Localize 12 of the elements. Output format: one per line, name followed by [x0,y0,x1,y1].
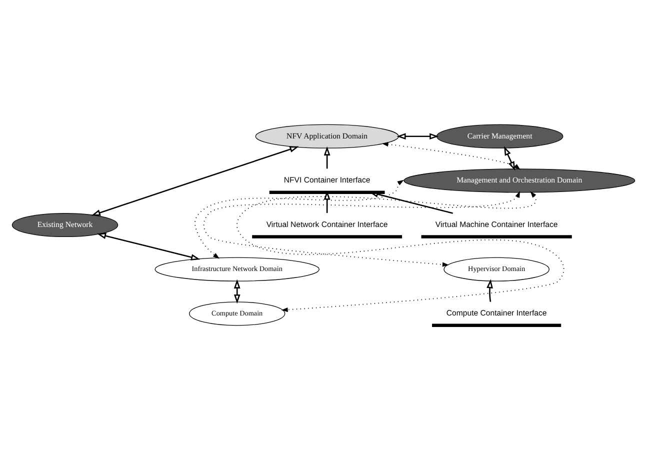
arrow [324,190,330,212]
arrow [203,190,520,266]
arrow [236,190,564,312]
arrow [486,278,493,302]
arrow [91,146,299,216]
arrow [194,179,404,258]
arrow [382,142,521,170]
arrow [504,146,516,170]
arrow [96,232,200,260]
arrow [324,146,330,168]
arrow [396,132,439,140]
arrow [234,278,240,304]
